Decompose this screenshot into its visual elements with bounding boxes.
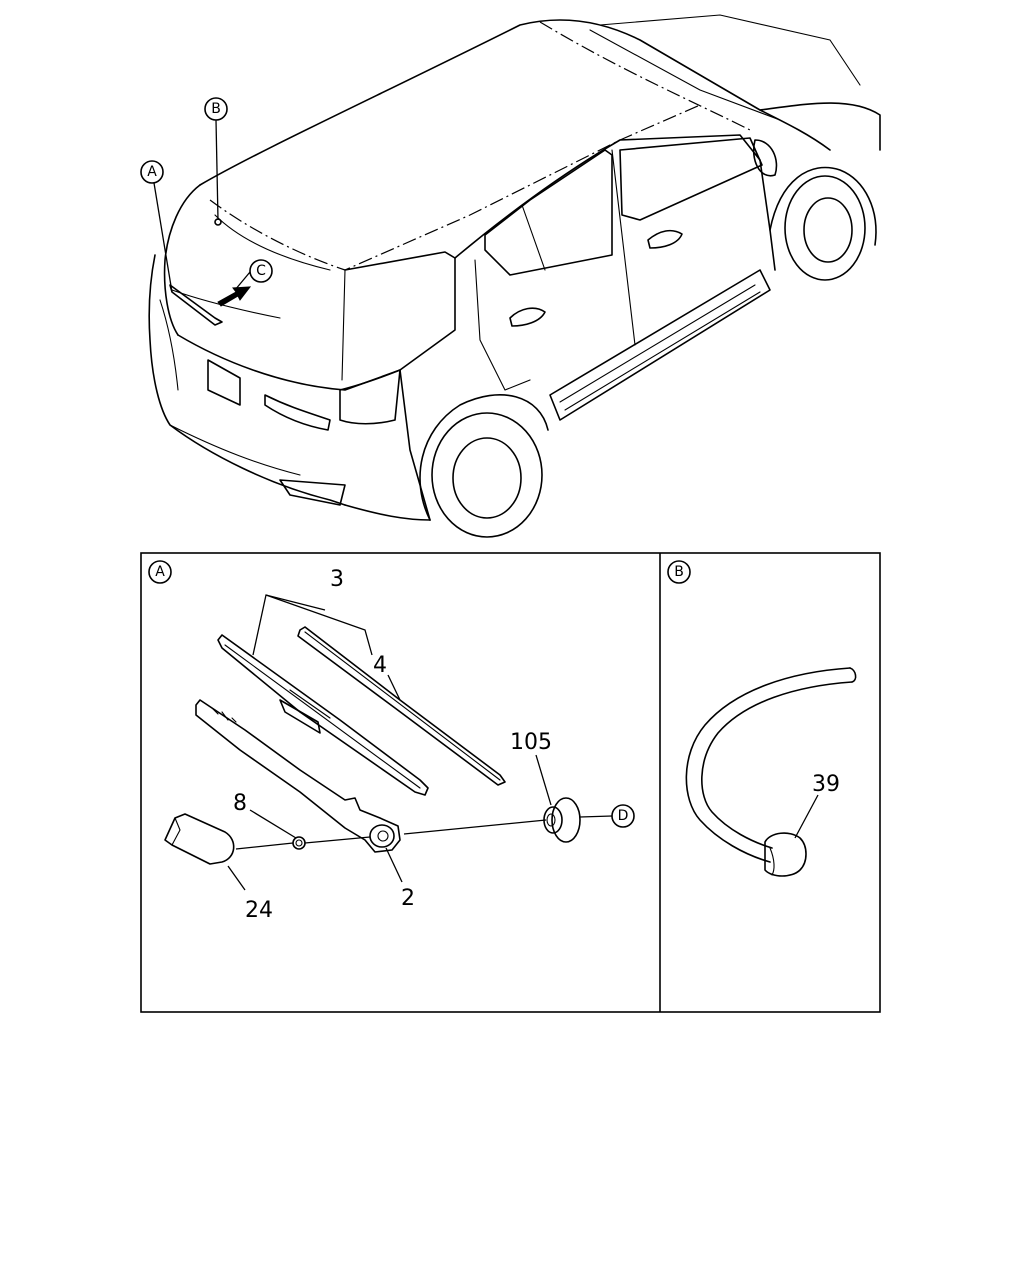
arm-cap [164, 813, 235, 865]
panel-a-label: A [148, 560, 172, 584]
leader-8 [249, 809, 297, 839]
wiper-blade-rubber [297, 626, 506, 786]
leader-2 [385, 847, 403, 883]
callout-a-vehicle: A [140, 160, 164, 184]
callout-d: D [611, 804, 635, 828]
callout-c-vehicle: C [249, 259, 273, 283]
part-number-2: 2 [401, 886, 415, 911]
panel-b-label-text: B [674, 564, 684, 580]
wiper-arm [195, 699, 401, 853]
vehicle-illustration [148, 14, 881, 538]
part-number-24: 24 [245, 898, 273, 923]
leader-3a [252, 594, 326, 656]
washer-hose [685, 667, 857, 863]
wiper-blade-assembly [217, 634, 429, 796]
pivot-seal [543, 797, 581, 843]
panel-b-label: B [667, 560, 691, 584]
callout-b-vehicle: B [204, 97, 228, 121]
nut [292, 836, 306, 850]
part-number-3: 3 [330, 567, 344, 592]
part-number-8: 8 [233, 791, 247, 816]
callout-b-text: B [211, 101, 221, 117]
washer-nozzle [764, 832, 807, 877]
callout-a-text: A [147, 164, 157, 180]
part-number-4: 4 [373, 653, 387, 678]
callout-c-text: C [256, 263, 266, 279]
detail-frame [140, 552, 881, 1013]
part-number-39: 39 [812, 772, 840, 797]
panel-a-label-text: A [155, 564, 165, 580]
leader-105 [535, 754, 552, 806]
leader-39 [794, 794, 819, 839]
part-number-105: 105 [510, 730, 552, 755]
callout-d-text: D [618, 808, 629, 824]
leader-3b [265, 594, 373, 656]
leader-24 [227, 865, 246, 891]
leader-4 [387, 674, 401, 701]
